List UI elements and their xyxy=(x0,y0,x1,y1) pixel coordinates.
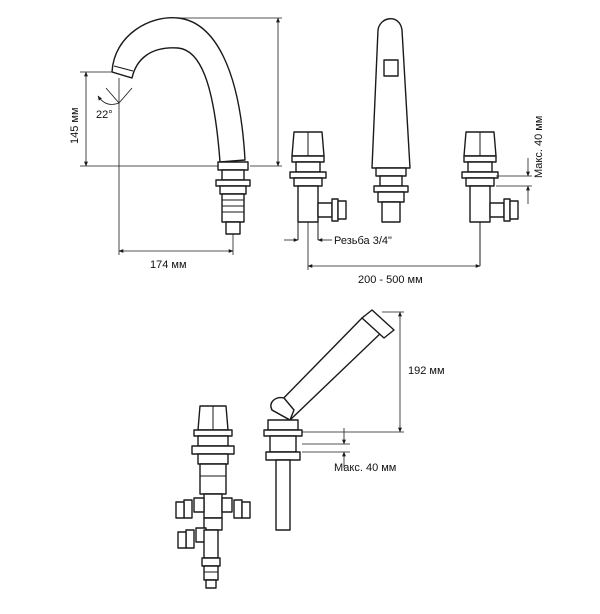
max-top-label: Макс. 40 мм xyxy=(533,116,545,178)
shower-dimension-lines xyxy=(302,311,404,468)
spout-height-label: 145 мм xyxy=(69,107,81,144)
right-valve-front xyxy=(461,131,519,266)
diverter-valve xyxy=(175,405,251,589)
spout-front-view xyxy=(371,18,411,223)
spout-reach-label: 174 мм xyxy=(150,259,187,271)
spout-angle-label: 22° xyxy=(96,109,113,121)
thread-label: Резьба 3/4" xyxy=(334,235,392,247)
spacing-label: 200 - 500 мм xyxy=(358,274,423,286)
shower-head-holder xyxy=(263,309,395,531)
front-dimension-lines xyxy=(284,158,532,270)
shower-height-label: 192 мм xyxy=(408,365,445,377)
left-valve-front xyxy=(289,131,347,240)
max-bottom-label: Макс. 40 мм xyxy=(334,462,396,474)
spout-dimension-lines xyxy=(80,17,282,255)
spout-side-view xyxy=(111,17,251,235)
